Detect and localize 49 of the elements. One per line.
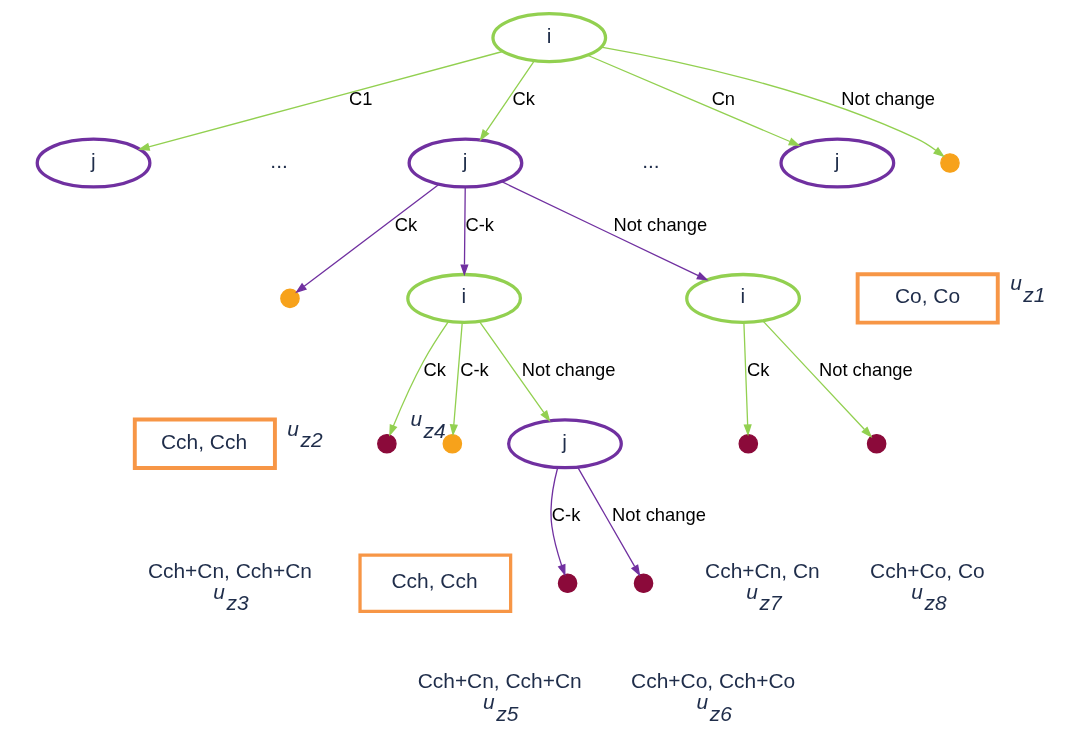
edge-label: Ck	[746, 358, 770, 380]
node-label: Cch+Co, Co	[870, 558, 985, 582]
edge-label: Cn	[711, 88, 736, 110]
edge-label: Not change	[841, 88, 936, 110]
node-label: Cch+Co, Cch+Co	[631, 669, 796, 693]
arrow	[479, 60, 535, 142]
label: ...	[642, 149, 660, 173]
node-circle	[940, 153, 960, 173]
node-label: Cch+Cn, Cn	[705, 558, 820, 582]
edge-label: C1	[348, 88, 373, 110]
edge-label: Ck	[512, 88, 535, 110]
node-box: Cch, Cch	[358, 553, 513, 614]
arrow	[600, 46, 945, 158]
node-circle	[280, 288, 300, 309]
arrow	[762, 320, 873, 438]
edge-label: Ck	[394, 213, 418, 235]
node-ellipse: i	[406, 272, 523, 324]
node-ellipse: i	[491, 12, 608, 64]
arrow	[501, 181, 709, 281]
node-ellipse: j	[407, 137, 524, 189]
node-box: Co, Co	[855, 272, 1000, 325]
node-circle	[738, 433, 759, 454]
edge-label: C-k	[460, 358, 489, 380]
edge-label: Not change	[819, 358, 913, 380]
edge-label: C-k	[551, 504, 581, 526]
edge-label: Not change	[521, 358, 616, 380]
arrow	[479, 321, 551, 422]
arrow	[449, 322, 463, 437]
label: ...	[270, 149, 288, 173]
node-label: Cch+Cn, Cch+Cn	[147, 558, 312, 582]
edge-label: C-k	[465, 213, 494, 235]
arrow	[137, 50, 504, 151]
arrow	[587, 54, 801, 146]
edge-label: Not change	[613, 213, 708, 235]
node-circle	[377, 433, 397, 454]
node-box: Cch, Cch	[132, 417, 277, 470]
node-circle	[866, 433, 887, 454]
arrow	[460, 186, 469, 277]
arrow	[389, 321, 449, 437]
arrow	[577, 467, 641, 577]
node-label: Cch+Cn, Cch+Cn	[417, 669, 582, 693]
arrow	[550, 467, 566, 577]
arrow	[295, 183, 440, 294]
edge-label: Not change	[612, 504, 706, 526]
arrow	[743, 322, 752, 437]
node-ellipse: j	[507, 418, 623, 470]
edge-label: Ck	[423, 358, 446, 380]
node-circle	[557, 573, 578, 594]
node-circle	[633, 573, 654, 594]
